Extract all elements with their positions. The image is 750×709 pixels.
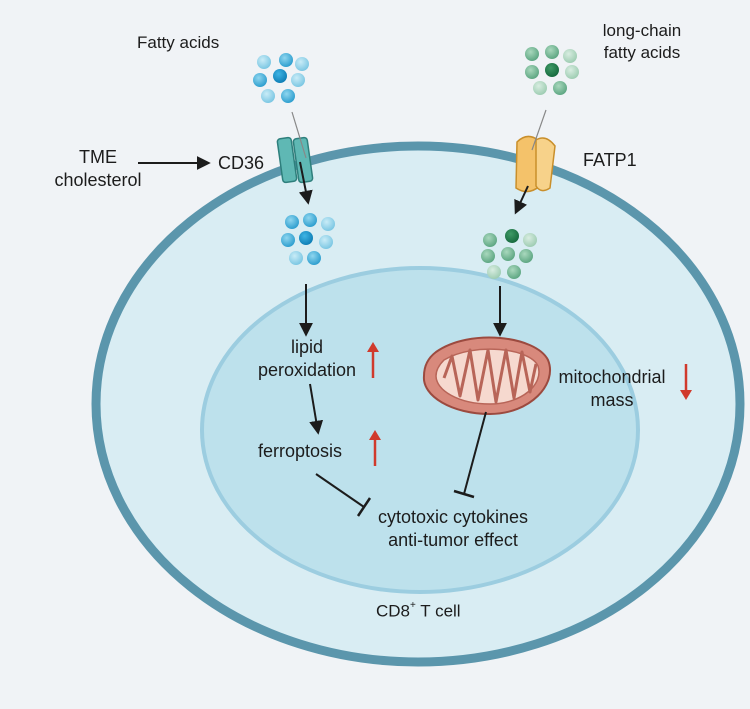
long-chain-fatty-acid-cluster-outside: [525, 45, 579, 95]
mito-line2: mass: [590, 390, 634, 410]
up-arrow-icon: [367, 342, 379, 378]
lipid-peroxidation-label: lipid peroxidation: [242, 336, 372, 382]
lipid-line1: lipid: [290, 337, 324, 357]
mitochondrial-mass-label: mitochondrial mass: [550, 366, 674, 412]
up-arrow-icon: [369, 430, 381, 466]
arrow-cd36-to-inner: [298, 161, 313, 205]
tme-cholesterol-label: TME cholesterol: [48, 146, 148, 192]
cell-suffix: T cell: [415, 601, 461, 621]
ferroptosis-label: ferroptosis: [258, 441, 343, 461]
tme-line2: cholesterol: [54, 170, 142, 190]
fatty-acid-cluster-outside: [253, 53, 309, 103]
cd36-transporter-icon: [276, 136, 314, 184]
cell-name: CD8: [376, 601, 411, 621]
fatty-acid-cluster-inside: [281, 213, 335, 265]
long-chain-line1: long-chain: [602, 21, 682, 40]
cytotoxic-cytokines-label: cytotoxic cytokines anti-tumor effect: [358, 506, 548, 552]
cd36-label: CD36: [218, 153, 265, 173]
mitochondrion-icon: [422, 336, 551, 416]
inhibit-ferroptosis-to-cytokines: [315, 473, 365, 508]
arrow-to-ferroptosis: [309, 383, 324, 435]
long-chain-fatty-acid-cluster-inside: [481, 229, 537, 279]
fatp1-label: FATP1: [583, 150, 637, 170]
down-arrow-icon: [680, 364, 692, 400]
fatty-acids-label: Fatty acids: [137, 33, 220, 52]
cell-sup: +: [410, 600, 416, 611]
fatp1-transporter-icon: [515, 135, 556, 193]
long-chain-fatty-acids-label: long-chain fatty acids: [584, 20, 700, 64]
lipid-line2: peroxidation: [257, 360, 357, 380]
mito-line1: mitochondrial: [558, 367, 666, 387]
arrow-fatp1-to-inner: [514, 185, 529, 215]
cell-type-label: CD8+ T cell: [376, 597, 461, 623]
cytotoxic-line1: cytotoxic cytokines: [377, 507, 529, 527]
tme-line1: TME: [79, 147, 117, 167]
cytotoxic-line2: anti-tumor effect: [388, 530, 518, 550]
long-chain-line2: fatty acids: [603, 43, 681, 62]
inhibit-mitochondrion-to-cytokines: [463, 411, 487, 495]
